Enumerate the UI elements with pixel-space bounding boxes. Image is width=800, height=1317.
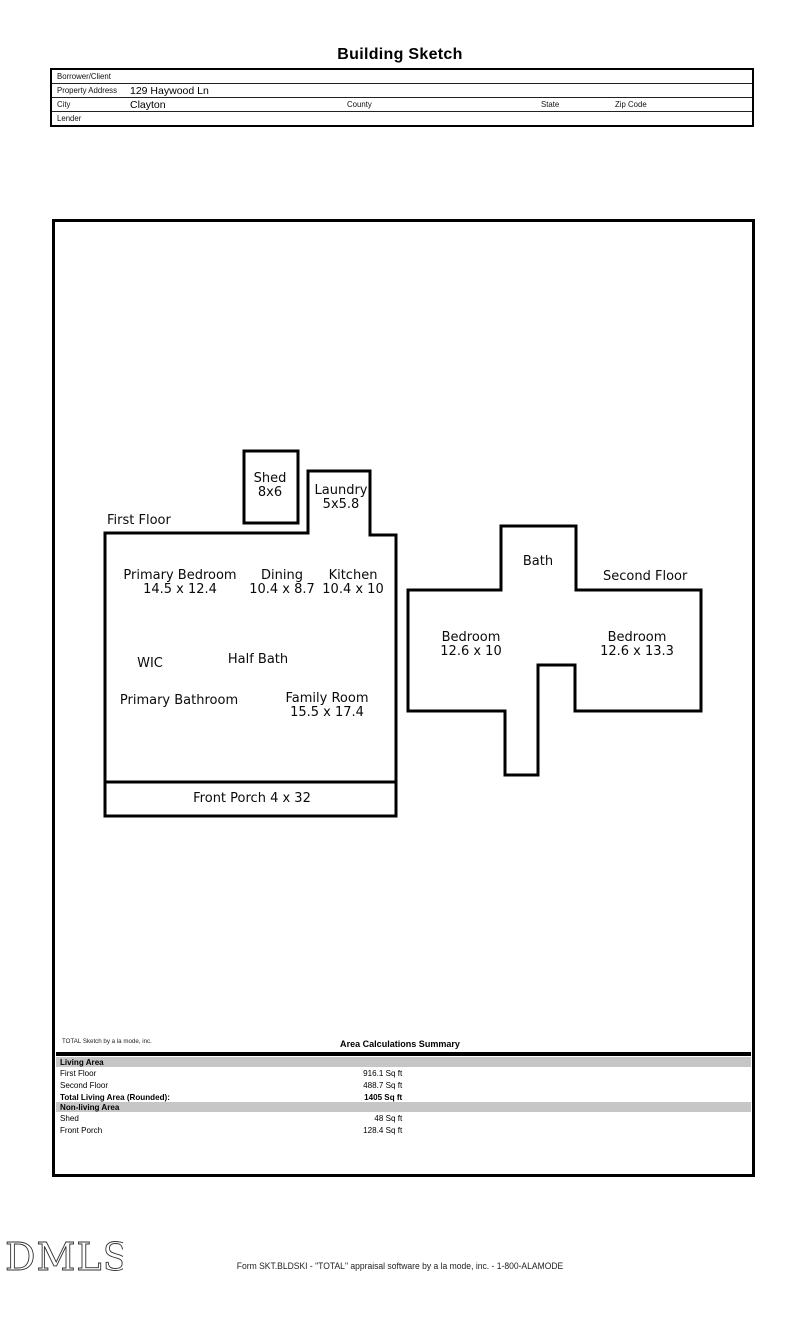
summary-row-label: First Floor — [60, 1068, 97, 1078]
borrower-row: Borrower/Client — [52, 70, 752, 84]
nonliving-area-header: Non-living Area — [56, 1102, 751, 1112]
summary-row-label: Second Floor — [60, 1080, 109, 1090]
room-dims: 10.4 x 10 — [322, 582, 384, 597]
property-info-table: Borrower/Client Property Address 129 Hay… — [50, 68, 754, 127]
room-name: WIC — [137, 656, 163, 671]
property-address-label: Property Address — [57, 85, 117, 95]
summary-row-total: Total Living Area (Rounded): 1405 Sq ft — [56, 1091, 751, 1103]
room-name: Family Room — [285, 691, 369, 706]
property-address-row: Property Address 129 Haywood Ln — [52, 84, 752, 98]
room-name: Front Porch 4 x 32 — [193, 791, 311, 806]
summary-row-value: 48 Sq ft — [374, 1113, 403, 1123]
first-floor-label: First Floor — [107, 513, 171, 528]
zip-code-label: Zip Code — [615, 99, 647, 109]
room-name: Laundry — [314, 483, 368, 498]
area-summary-title: Area Calculations Summary — [340, 1039, 460, 1050]
living-area-header-label: Living Area — [60, 1057, 104, 1067]
summary-row-value: 916.1 Sq ft — [363, 1068, 403, 1078]
primary-bedroom-label: Primary Bedroom 14.5 x 12.4 — [123, 569, 236, 597]
svg-text:DMLS: DMLS — [5, 1237, 123, 1279]
summary-row-label: Front Porch — [60, 1125, 103, 1135]
summary-row-value: 128.4 Sq ft — [363, 1125, 403, 1135]
dmls-logo: DMLS — [5, 1237, 123, 1279]
summary-row: Front Porch 128.4 Sq ft — [56, 1124, 751, 1136]
nonliving-area-header-label: Non-living Area — [60, 1102, 120, 1112]
form-credit-line: Form SKT.BLDSKI - "TOTAL" appraisal soft… — [236, 1261, 564, 1271]
sketch-credit: TOTAL Sketch by a la mode, inc. — [62, 1038, 152, 1045]
page-title: Building Sketch — [337, 46, 463, 63]
room-name: Primary Bedroom — [123, 568, 237, 583]
shed-label: Shed 8x6 — [254, 472, 287, 500]
room-dims: 14.5 x 12.4 — [143, 582, 217, 597]
family-room-label: Family Room 15.5 x 17.4 — [286, 692, 369, 720]
room-name: Dining — [261, 568, 303, 583]
laundry-label: Laundry 5x5.8 — [315, 484, 368, 512]
city-value: Clayton — [130, 99, 166, 111]
room-name: Bedroom — [607, 630, 667, 645]
room-name: Primary Bathroom — [119, 693, 239, 708]
summary-row: First Floor 916.1 Sq ft — [56, 1067, 751, 1079]
room-dims: 12.6 x 13.3 — [600, 644, 674, 659]
room-dims: 10.4 x 8.7 — [249, 582, 315, 597]
summary-row: Second Floor 488.7 Sq ft — [56, 1079, 751, 1091]
wic-label: WIC — [137, 657, 163, 671]
summary-row-value: 1405 Sq ft — [364, 1092, 403, 1102]
room-dims: 5x5.8 — [322, 497, 360, 512]
bedroom-right-label: Bedroom 12.6 x 13.3 — [600, 631, 674, 659]
county-label: County — [347, 99, 372, 109]
room-name: Bedroom — [441, 630, 501, 645]
state-label: State — [541, 99, 560, 109]
half-bath-label: Half Bath — [228, 653, 288, 667]
summary-row-label: Total Living Area (Rounded): — [60, 1092, 170, 1102]
lender-label: Lender — [57, 113, 82, 123]
room-name: Bath — [522, 554, 554, 569]
primary-bathroom-label: Primary Bathroom — [120, 694, 238, 708]
front-porch-label: Front Porch 4 x 32 — [193, 792, 311, 806]
bedroom-left-label: Bedroom 12.6 x 10 — [440, 631, 501, 659]
summary-row: Shed 48 Sq ft — [56, 1112, 751, 1124]
city-label: City — [57, 99, 71, 109]
room-dims: 8x6 — [257, 485, 283, 500]
summary-row-label: Shed — [60, 1113, 79, 1123]
room-name: Kitchen — [328, 568, 378, 583]
second-floor-label: Second Floor — [603, 569, 688, 584]
summary-row-value: 488.7 Sq ft — [363, 1080, 403, 1090]
living-area-header: Living Area — [56, 1057, 751, 1067]
lender-row: Lender — [52, 112, 752, 125]
room-name: Half Bath — [227, 652, 289, 667]
dining-label: Dining 10.4 x 8.7 — [249, 569, 315, 597]
borrower-client-label: Borrower/Client — [57, 71, 111, 81]
property-address-value: 129 Haywood Ln — [130, 85, 209, 97]
bath-label: Bath — [523, 555, 553, 569]
room-dims: 12.6 x 10 — [440, 644, 502, 659]
summary-divider-bar — [56, 1052, 751, 1056]
room-dims: 15.5 x 17.4 — [290, 705, 364, 720]
room-name: Shed — [253, 471, 287, 486]
kitchen-label: Kitchen 10.4 x 10 — [322, 569, 383, 597]
city-row: City Clayton County State Zip Code — [52, 98, 752, 112]
